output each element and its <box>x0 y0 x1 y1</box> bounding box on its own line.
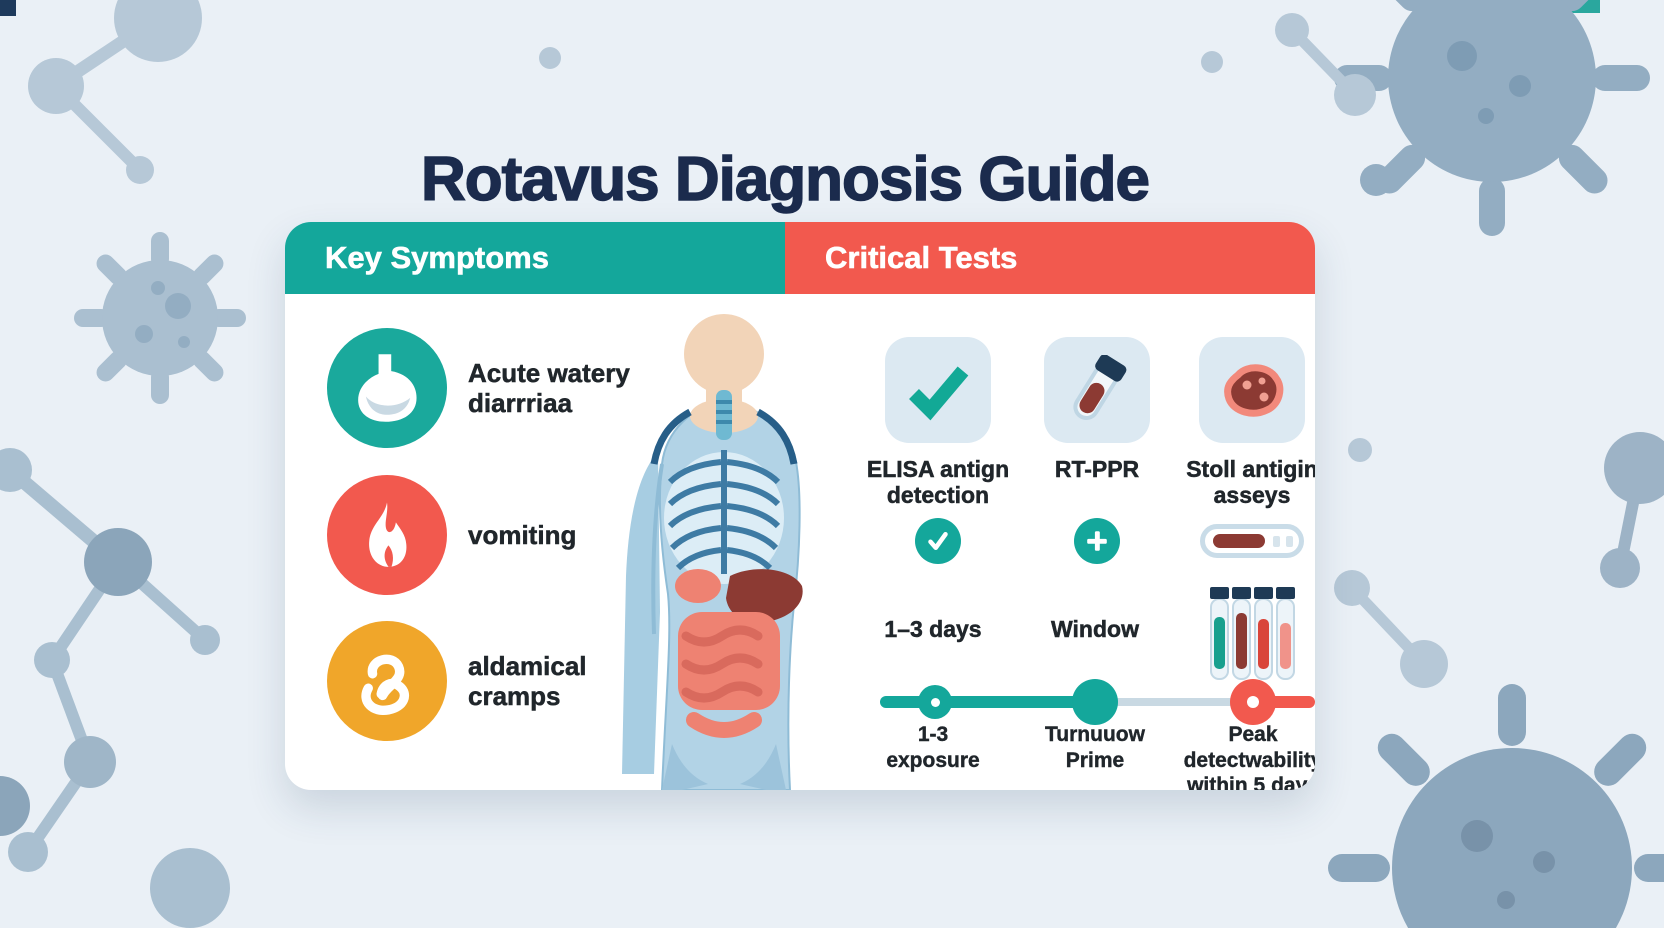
checkmark-icon <box>885 337 991 443</box>
page-title: Rotavus Diagnosis Guide <box>420 144 1151 215</box>
virus-left-decoration <box>74 232 246 404</box>
tests-header: Critical Tests <box>785 222 1315 294</box>
molecule-top-left-decoration <box>28 0 561 184</box>
symptom-item-cramps: aldamical cramps <box>327 621 587 741</box>
test-tube-icon <box>1044 337 1150 443</box>
intestine-icon <box>327 621 447 741</box>
navy-corner-square <box>0 0 16 16</box>
test-item-stool: Stoll antigin asseys <box>1167 337 1315 564</box>
timeline-progress-teal <box>880 696 1095 708</box>
timeline-dot-3 <box>1230 679 1276 725</box>
flame-icon <box>327 475 447 595</box>
test-label: Stoll antigin asseys <box>1186 456 1315 509</box>
diagnosis-card: Key Symptoms Acute watery diarrriaa <box>285 222 1315 790</box>
timeline-label-below-2: Turnuuow Prime <box>1045 723 1145 772</box>
test-tubes-rack-icon <box>1210 587 1295 680</box>
check-circle-icon <box>915 518 961 564</box>
molecule-right-decoration <box>1334 432 1664 688</box>
test-cassette-icon <box>1200 518 1304 564</box>
tests-body: ELISA antign detection <box>785 294 1315 790</box>
symptoms-header: Key Symptoms <box>285 222 785 294</box>
symptom-label: Acute watery diarrriaa <box>468 357 630 419</box>
stomach-icon <box>327 328 447 448</box>
test-item-elisa: ELISA antign detection <box>853 337 1023 564</box>
timeline-dot-2 <box>1072 679 1118 725</box>
symptom-item-diarrhea: Acute watery diarrriaa <box>327 328 630 448</box>
symptom-label: vomiting <box>468 519 577 551</box>
test-item-rtppr: RT-PPR <box>1012 337 1182 564</box>
tests-panel: Critical Tests ELISA antign detection <box>785 222 1315 790</box>
human-anatomy-illustration <box>622 314 803 790</box>
symptoms-body: Acute watery diarrriaa vomiting <box>285 294 785 790</box>
tests-header-label: Critical Tests <box>825 240 1018 276</box>
molecule-top-right-decoration <box>1201 13 1376 116</box>
virus-bottom-right-decoration <box>1328 684 1664 928</box>
timeline-dot-1 <box>918 685 952 719</box>
plus-circle-icon <box>1074 518 1120 564</box>
timeline-label-above-1: 1–3 days <box>884 616 982 643</box>
molecule-bottom-left-decoration <box>0 448 230 928</box>
symptom-label: aldamical cramps <box>468 650 587 712</box>
symptom-item-vomiting: vomiting <box>327 475 577 595</box>
timeline-label-above-2: Window <box>1051 616 1139 643</box>
stool-sample-icon <box>1199 337 1305 443</box>
timeline-label-below-1: 1-3 exposure <box>886 723 980 772</box>
symptoms-panel: Key Symptoms Acute watery diarrriaa <box>285 222 785 790</box>
symptoms-header-label: Key Symptoms <box>325 240 550 276</box>
timeline-label-below-3: Peak detectwability within 5 days <box>1183 723 1315 790</box>
test-label: RT-PPR <box>1054 456 1140 483</box>
test-label: ELISA antign detection <box>866 456 1010 509</box>
